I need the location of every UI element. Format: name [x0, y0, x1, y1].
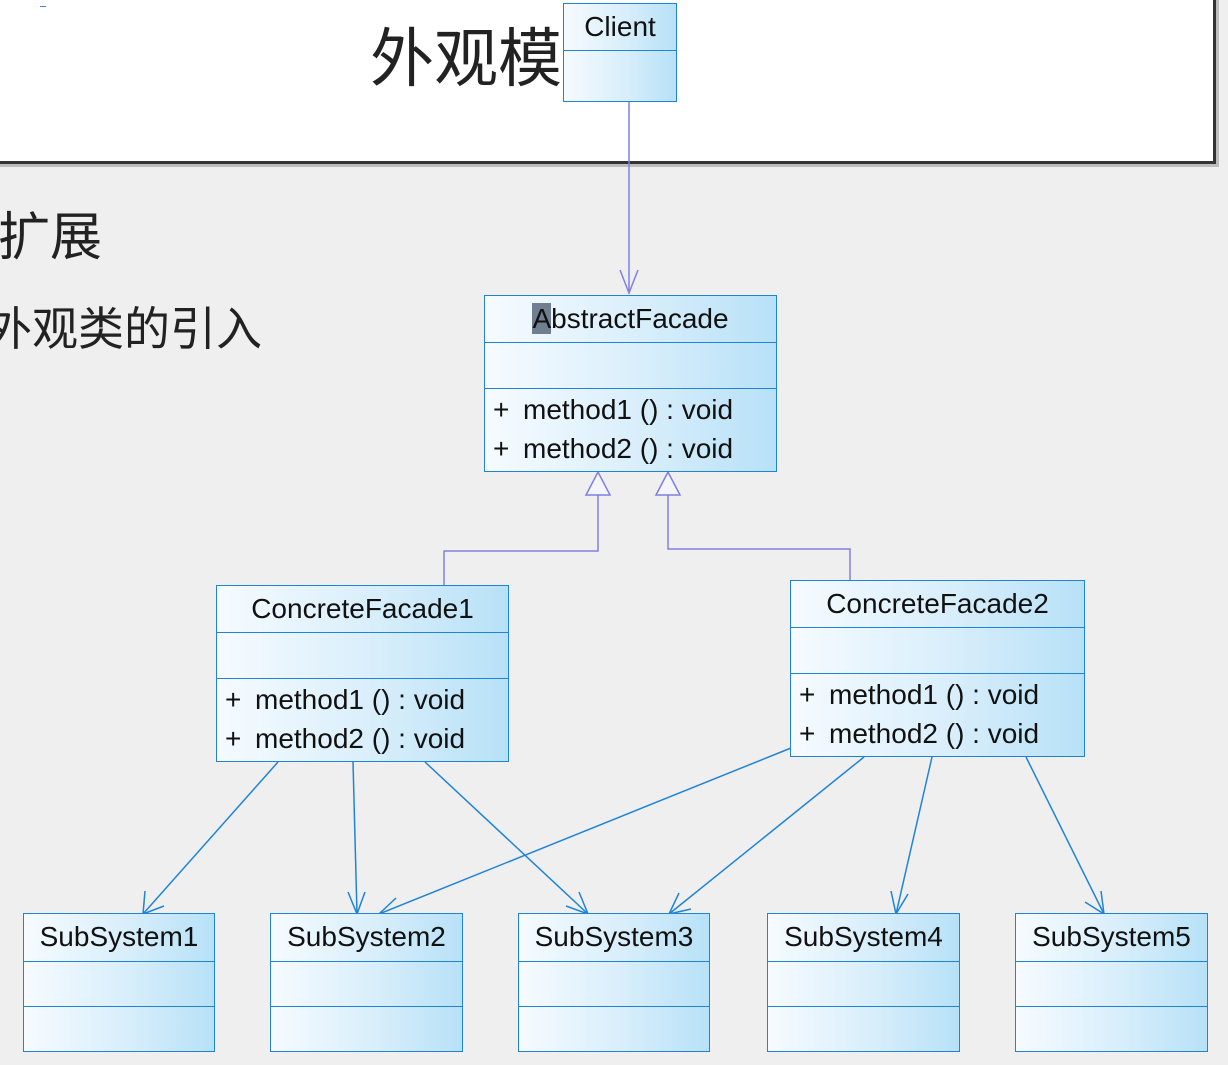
class-subsystem-3: SubSystem3 [518, 913, 710, 1052]
class-name: SubSystem4 [768, 914, 959, 962]
class-name: SubSystem5 [1016, 914, 1207, 962]
class-subsystem-5: SubSystem5 [1015, 913, 1208, 1052]
slide-title: 外观模 [370, 23, 562, 97]
attributes-compartment [485, 343, 776, 389]
edge-client-abstractfacade [619, 102, 639, 296]
attributes-compartment [1016, 962, 1207, 1007]
class-name: SubSystem3 [519, 914, 709, 962]
class-name: SubSystem2 [271, 914, 462, 962]
corner-mark [40, 6, 46, 7]
section-heading: 扩展 [0, 208, 103, 268]
operations-compartment: +method1 () : void +method2 () : void [791, 674, 1084, 753]
operation: +method2 () : void [493, 433, 734, 464]
operations-compartment: +method1 () : void +method2 () : void [485, 389, 776, 468]
class-name: SubSystem1 [24, 914, 214, 962]
attributes-compartment [519, 962, 709, 1007]
edge-concretefacade2-generalization [654, 470, 851, 580]
edge-cf1-subsystem2 [347, 761, 366, 917]
edge-cf2-subsystem5 [1025, 756, 1105, 916]
operation: +method1 () : void [493, 394, 734, 425]
attributes-compartment [217, 633, 508, 679]
edge-cf2-subsystem4 [890, 756, 933, 917]
class-name: ConcreteFacade2 [791, 581, 1084, 628]
class-name: AbstractFacade [485, 296, 776, 343]
class-concrete-facade-2: ConcreteFacade2 +method1 () : void +meth… [790, 580, 1085, 757]
operation: +method2 () : void [799, 718, 1040, 749]
bullet-text: 外观类的引入 [0, 302, 262, 356]
edge-cf2-subsystem2 [377, 747, 792, 915]
operation: +method1 () : void [799, 679, 1040, 710]
class-concrete-facade-1: ConcreteFacade1 +method1 () : void +meth… [216, 585, 509, 762]
class-abstract-facade: AbstractFacade +method1 () : void +metho… [484, 295, 777, 472]
class-subsystem-4: SubSystem4 [767, 913, 960, 1052]
attributes-compartment [791, 628, 1084, 674]
text-cursor-highlight: A [532, 303, 552, 334]
edge-concretefacade1-generalization [443, 470, 612, 586]
edge-cf1-subsystem1 [142, 761, 279, 916]
class-client: Client [563, 3, 677, 102]
attributes-compartment [768, 962, 959, 1007]
class-name: ConcreteFacade1 [217, 586, 508, 633]
operation: +method2 () : void [225, 723, 466, 754]
attributes-compartment [24, 962, 214, 1007]
edge-cf2-subsystem3 [667, 756, 865, 916]
class-subsystem-2: SubSystem2 [270, 913, 463, 1052]
class-name: Client [564, 4, 676, 51]
operation: +method1 () : void [225, 684, 466, 715]
class-subsystem-1: SubSystem1 [23, 913, 215, 1052]
operations-compartment: +method1 () : void +method2 () : void [217, 679, 508, 758]
edge-cf1-subsystem3 [424, 761, 590, 916]
class-name-rest: bstractFacade [551, 303, 729, 334]
attributes-compartment [271, 962, 462, 1007]
